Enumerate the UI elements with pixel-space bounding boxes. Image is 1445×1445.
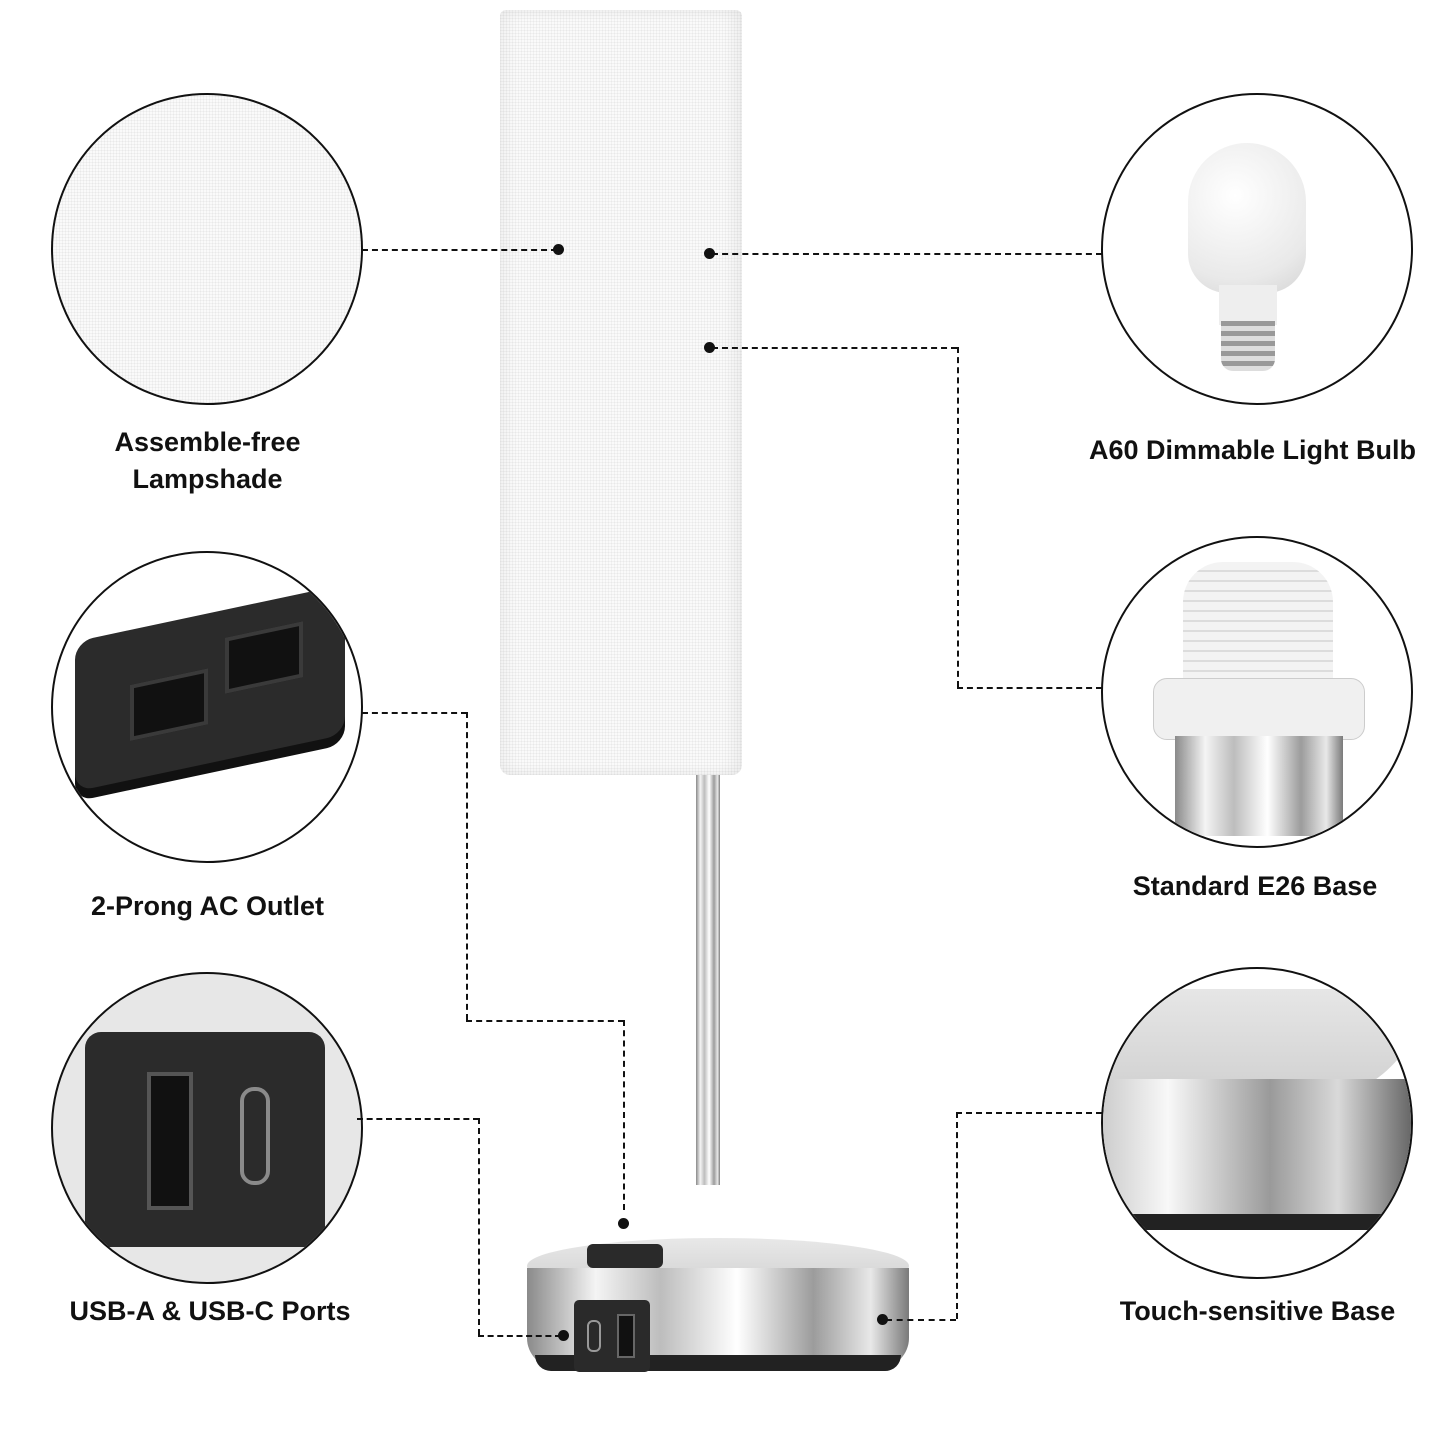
touch-base-detail-image bbox=[1101, 967, 1413, 1279]
usb-leader-dot bbox=[558, 1330, 569, 1341]
lampshade-label: Assemble-free Lampshade bbox=[114, 427, 301, 494]
lampshade-leader bbox=[362, 249, 557, 251]
bulb-neck bbox=[1219, 285, 1277, 325]
outlet-leader-h2 bbox=[466, 1020, 624, 1022]
usb-a-port-icon bbox=[617, 1314, 635, 1358]
outlet-label: 2-Prong AC Outlet bbox=[91, 891, 324, 921]
usb-c-port-icon bbox=[240, 1087, 270, 1185]
touch-leader-dot bbox=[877, 1314, 888, 1325]
e26-leader-h2 bbox=[957, 687, 1102, 689]
e26-base-detail-image bbox=[1101, 536, 1413, 848]
e26-base-label: Standard E26 Base bbox=[1132, 871, 1378, 901]
outlet-plate bbox=[75, 584, 345, 792]
socket-chrome-body bbox=[1175, 736, 1343, 836]
outlet-leader-v2 bbox=[623, 1020, 625, 1210]
usb-leader-h1 bbox=[357, 1118, 479, 1120]
ac-outlet-detail-image bbox=[51, 551, 363, 863]
outlet-leader-v1 bbox=[466, 712, 468, 1020]
lampshade-detail-image bbox=[51, 93, 363, 405]
light-bulb-detail-image bbox=[1101, 93, 1413, 405]
ac-outlet-on-base bbox=[587, 1244, 663, 1268]
base-dark-rim bbox=[1103, 1214, 1411, 1230]
lampshade-leader-dot bbox=[553, 244, 564, 255]
touch-leader-v bbox=[956, 1112, 958, 1319]
touch-leader-h2 bbox=[956, 1112, 1102, 1114]
lamp-stem bbox=[696, 775, 720, 1185]
usb-ports-detail-image bbox=[51, 972, 363, 1284]
lampshade bbox=[500, 10, 742, 775]
e26-leader-dot bbox=[704, 342, 715, 353]
usb-plate bbox=[85, 1032, 325, 1247]
usb-c-port-icon bbox=[587, 1320, 601, 1352]
bulb-leader-dot bbox=[704, 248, 715, 259]
usb-label: USB-A & USB-C Ports bbox=[69, 1296, 351, 1326]
e26-leader-v bbox=[957, 347, 959, 687]
outlet-slot-icon bbox=[225, 621, 303, 694]
outlet-slot-icon bbox=[130, 668, 208, 742]
touch-base-label: Touch-sensitive Base bbox=[1119, 1296, 1396, 1326]
usb-leader-h2 bbox=[478, 1335, 561, 1337]
usb-ports-on-base bbox=[574, 1300, 650, 1372]
outlet-leader-h1 bbox=[362, 712, 467, 714]
bulb-leader bbox=[712, 253, 1102, 255]
touch-leader-h1 bbox=[886, 1319, 956, 1321]
lamp-shadow bbox=[560, 1280, 568, 1281]
bulb-glass bbox=[1188, 143, 1306, 293]
socket-ring bbox=[1153, 678, 1365, 740]
e26-leader-h1 bbox=[712, 347, 957, 349]
outlet-leader-dot bbox=[618, 1218, 629, 1229]
socket-thread bbox=[1183, 562, 1333, 690]
bulb-screw-base bbox=[1221, 321, 1275, 371]
usb-a-port-icon bbox=[147, 1072, 193, 1210]
usb-leader-v bbox=[478, 1118, 480, 1335]
base-chrome-edge bbox=[1103, 1079, 1411, 1219]
bulb-label: A60 Dimmable Light Bulb bbox=[1088, 435, 1417, 465]
